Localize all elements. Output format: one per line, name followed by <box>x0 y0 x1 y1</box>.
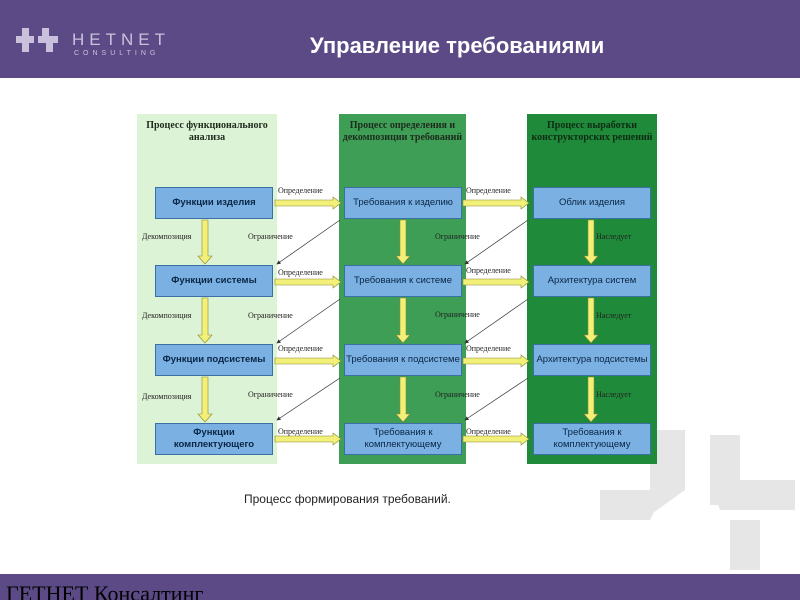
label-definition: Определение <box>466 427 511 436</box>
label-decomposition: Декомпозиция <box>142 232 192 241</box>
box-system-requirements: Требования к системе <box>344 265 462 297</box>
box-system-architecture: Архитектура систем <box>533 265 651 297</box>
box-component-requirements-design: Требования к комплектующему <box>533 423 651 455</box>
label-limitation: Ограничение <box>435 310 480 319</box>
label-decomposition: Декомпозиция <box>142 392 192 401</box>
column-title: Процесс функционального анализа <box>146 120 268 143</box>
label-definition: Определение <box>466 186 511 195</box>
box-product-requirements: Требования к изделию <box>344 187 462 219</box>
box-product-appearance: Облик изделия <box>533 187 651 219</box>
label-limitation: Ограничение <box>435 232 480 241</box>
column-title: Процесс выработки конструкторских решени… <box>531 120 653 143</box>
box-subsystem-requirements: Требования к подсистеме <box>344 344 462 376</box>
hetnet-logo-icon <box>16 28 58 52</box>
label-inherits: Наследует <box>596 311 632 320</box>
box-component-requirements: Требования к комплектующему <box>344 423 462 455</box>
label-definition: Определение <box>278 268 323 277</box>
diagram-caption: Процесс формирования требований. <box>244 492 451 506</box>
label-definition: Определение <box>278 186 323 195</box>
label-definition: Определение <box>466 266 511 275</box>
watermark-logo-icon <box>600 430 795 570</box>
logo-subtitle: CONSULTING <box>74 50 160 57</box>
logo-name: HETNET <box>72 30 170 49</box>
label-decomposition: Декомпозиция <box>142 311 192 320</box>
box-component-functions: Функции комплектующего <box>155 423 273 455</box>
label-definition: Определение <box>466 344 511 353</box>
label-definition: Определение <box>278 427 323 436</box>
label-limitation: Ограничение <box>248 390 293 399</box>
box-subsystem-functions: Функции подсистемы <box>155 344 273 376</box>
label-inherits: Наследует <box>596 390 632 399</box>
box-system-functions: Функции системы <box>155 265 273 297</box>
footer-bar: ГЕТНЕТ Консалтинг <box>0 574 800 600</box>
header-bar: HETNET CONSULTING Управление требованиям… <box>0 0 800 78</box>
label-definition: Определение <box>278 344 323 353</box>
label-limitation: Ограничение <box>248 311 293 320</box>
label-limitation: Ограничение <box>435 390 480 399</box>
box-subsystem-architecture: Архитектура подсистемы <box>533 344 651 376</box>
footer-text: ГЕТНЕТ Консалтинг <box>6 581 204 600</box>
page-title: Управление требованиями <box>310 33 605 58</box>
label-limitation: Ограничение <box>248 232 293 241</box>
box-product-functions: Функции изделия <box>155 187 273 219</box>
label-inherits: Наследует <box>596 232 632 241</box>
column-title: Процесс определения и декомпозиции требо… <box>342 120 463 143</box>
